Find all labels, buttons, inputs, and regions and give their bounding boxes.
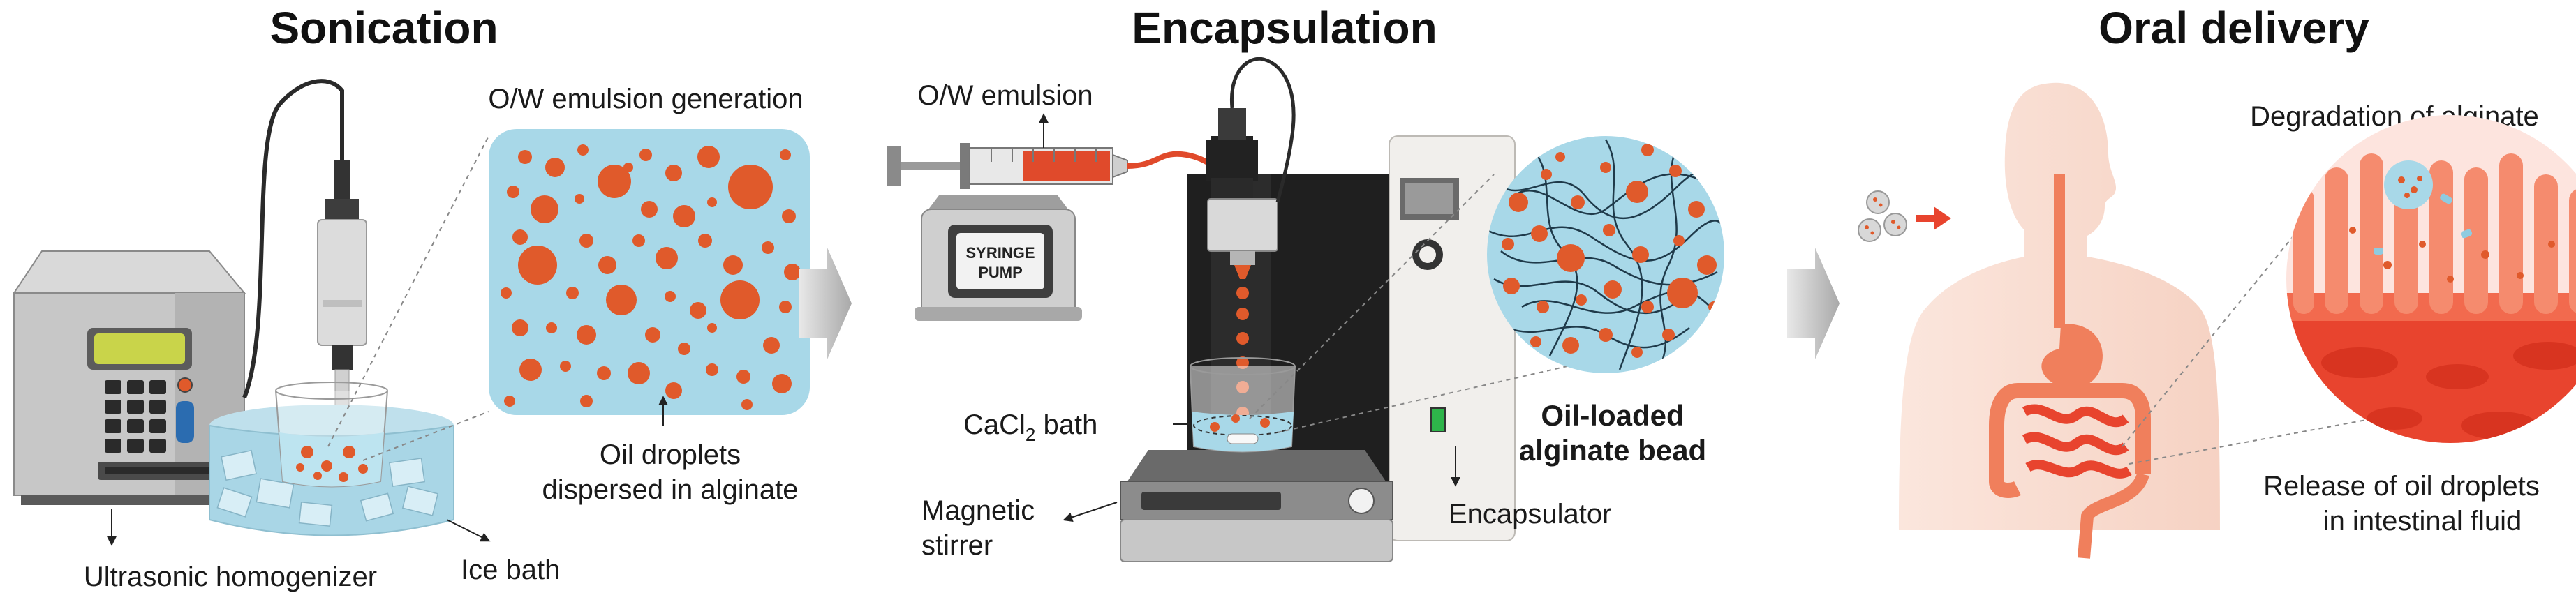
cacl2-beaker — [1190, 357, 1296, 453]
pump-label-line1: SYRINGE — [965, 244, 1035, 262]
label-oil-droplets-line2: dispersed in alginate — [542, 474, 799, 505]
pointer-ice-bath — [446, 519, 491, 542]
section-title-sonication: Sonication — [269, 3, 498, 53]
label-ice-bath: Ice bath — [461, 555, 560, 585]
alginate-bead-zoom — [1487, 136, 1724, 373]
label-magnetic-stirrer-line2: stirrer — [921, 530, 993, 561]
process-arrow-1 — [799, 248, 852, 359]
label-encapsulator: Encapsulator — [1449, 499, 1611, 529]
pump-label-line2: PUMP — [978, 264, 1023, 281]
encapsulator-cable — [1229, 57, 1296, 203]
ultrasonic-homogenizer-device — [13, 250, 246, 505]
label-ow-emulsion-generation: O/W emulsion generation — [488, 84, 803, 114]
label-release-line2: in intestinal fluid — [2323, 506, 2522, 536]
emulsion-tubing — [1127, 151, 1219, 170]
zoom-lines-emulsion — [327, 135, 489, 461]
homogenizer-cable — [242, 79, 344, 399]
label-cacl2-bath: CaCl2 bath — [963, 409, 1097, 445]
label-magnetic-stirrer-line1: Magnetic — [921, 495, 1035, 526]
ingested-beads — [1858, 190, 1951, 242]
magnetic-stirrer — [1120, 450, 1393, 562]
section-title-oral-delivery: Oral delivery — [2098, 3, 2369, 53]
pointer-magnetic-stirrer — [1063, 502, 1118, 522]
label-oil-loaded-line1: Oil-loaded — [1541, 399, 1684, 432]
digestive-tract — [1989, 174, 2151, 559]
emulsion-zoom-panel — [489, 129, 810, 415]
label-ow-emulsion: O/W emulsion — [917, 80, 1093, 111]
process-arrow-2 — [1787, 248, 1840, 359]
intestine-zoom — [2286, 115, 2576, 443]
label-oil-loaded-line2: alginate bead — [1519, 434, 1706, 467]
syringe — [887, 143, 1128, 189]
zoom-lines-bead — [1249, 174, 1568, 433]
syringe-pump: SYRINGE PUMP — [915, 195, 1082, 321]
label-oil-droplets-line1: Oil droplets — [600, 439, 741, 470]
label-ultrasonic-homogenizer: Ultrasonic homogenizer — [84, 562, 377, 592]
section-title-encapsulation: Encapsulation — [1132, 3, 1437, 53]
label-release-line1: Release of oil droplets — [2263, 471, 2540, 502]
ice-bath-container — [209, 382, 454, 536]
zoom-lines-intestine — [2122, 223, 2374, 465]
